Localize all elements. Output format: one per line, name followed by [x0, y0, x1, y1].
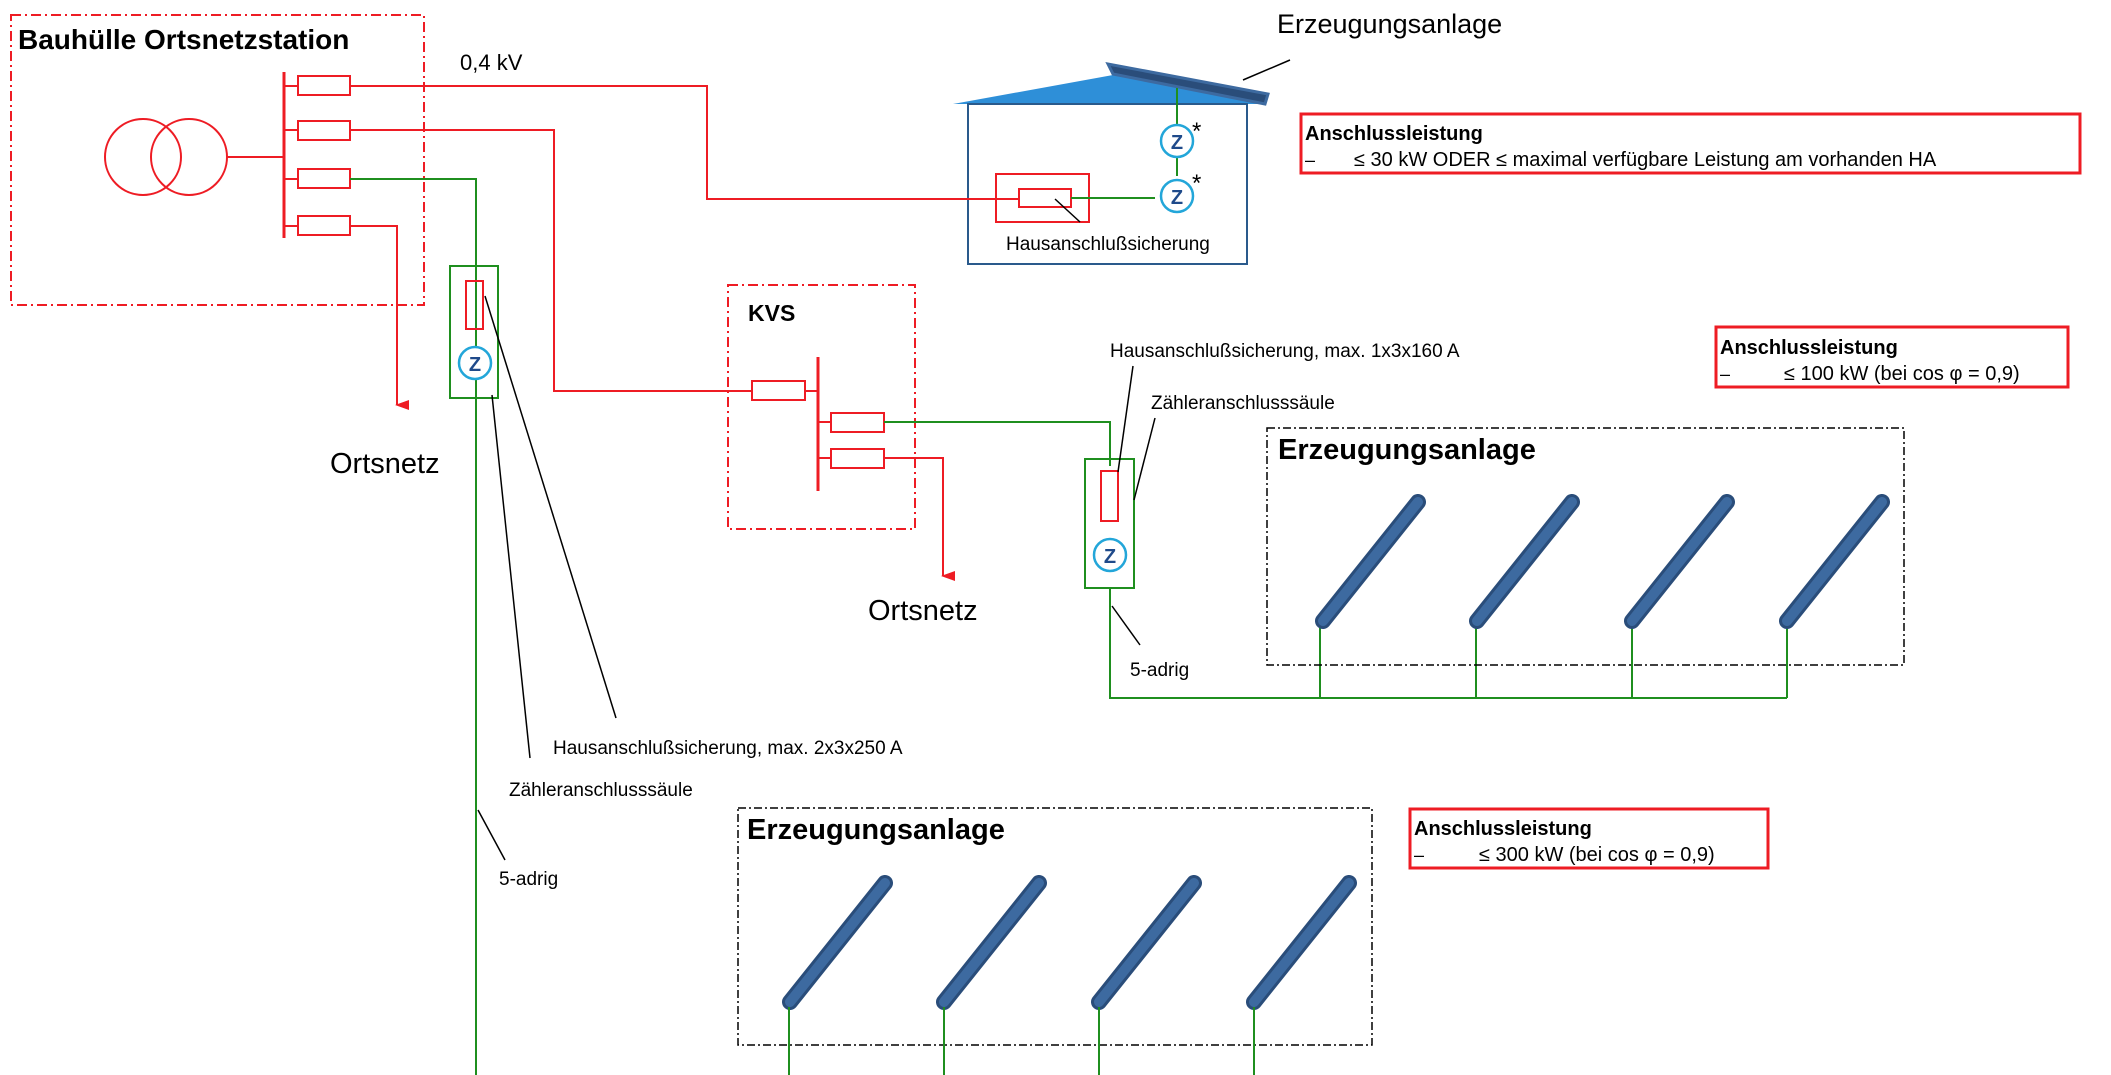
five-wire-left-label: 5-adrig [499, 869, 558, 890]
generator-area-bottom [737, 807, 1373, 1046]
kvs-to-column-mid [884, 421, 1111, 466]
svg-text:Z: Z [1104, 546, 1116, 568]
info-box-bullet: – [1414, 845, 1424, 865]
substation-feeders [284, 75, 960, 410]
mid-column-bus [1109, 588, 1787, 699]
svg-text:Z: Z [1171, 187, 1183, 209]
ortsnetz-label-mid: Ortsnetz [868, 595, 978, 627]
kvs-fuses [751, 380, 955, 581]
house-fuse-label: Hausanschlußsicherung [1006, 234, 1210, 255]
generator-area-mid [1266, 427, 1905, 666]
bottom-panel-drops [788, 1007, 1255, 1075]
info-box-bullet: – [1305, 150, 1315, 170]
solar-panel-icons-bottom [782, 875, 1357, 1010]
info-box-300kw: Anschlussleistung – ≤ 300 kW (bei cos φ … [1408, 807, 1770, 870]
house-meter-wiring [1071, 88, 1178, 199]
substation-enclosure [10, 14, 425, 306]
house [953, 75, 1262, 265]
fuse-mid-label: Hausanschlußsicherung, max. 1x3x160 A [1110, 341, 1460, 362]
house-fuse-pointer [1054, 198, 1081, 223]
info-box-30kw: Anschlussleistung – ≤ 30 kW ODER ≤ maxim… [1299, 112, 2082, 175]
rooftop-generator-pointer [1242, 59, 1291, 81]
column-fuse-mid [1100, 470, 1119, 522]
ortsnetz-label-left: Ortsnetz [330, 448, 440, 480]
meter-column-left [449, 265, 499, 399]
meter-icon: Z [1159, 178, 1195, 214]
svg-text:Z: Z [469, 354, 481, 376]
meter-icon: Z [1092, 537, 1128, 573]
info-box-title: Anschlussleistung [1720, 337, 1898, 359]
mid-panel-drops [1319, 625, 1788, 698]
substation-title: Bauhülle Ortsnetzstation [18, 24, 349, 55]
left-column-pointers [477, 295, 617, 861]
info-box-text: ≤ 30 kW ODER ≤ maximal verfügbare Leistu… [1354, 149, 1937, 171]
feeder-left-column [350, 178, 477, 1075]
meter-icon: Z [1159, 123, 1195, 159]
meter-column-left-label: Zähleranschlusssäule [509, 780, 693, 801]
mid-column-pointers [1111, 365, 1156, 646]
fuse-left-label: Hausanschlußsicherung, max. 2x3x250 A [553, 738, 903, 759]
meter-column-mid-label: Zähleranschlusssäule [1151, 393, 1335, 414]
info-box-text: ≤ 300 kW (bei cos φ = 0,9) [1479, 844, 1715, 866]
asterisk-mark: * [1192, 170, 1201, 197]
meter-icon: Z [457, 345, 493, 381]
five-wire-mid-label: 5-adrig [1130, 660, 1189, 681]
rooftop-solar-panel-icon [1105, 61, 1270, 106]
info-box-title: Anschlussleistung [1305, 123, 1483, 145]
generator-area-mid-label: Erzeugungsanlage [1278, 434, 1536, 466]
info-box-100kw: Anschlussleistung – ≤ 100 kW (bei cos φ … [1714, 325, 2070, 389]
solar-panel-icons-mid [1315, 494, 1890, 629]
generator-area-bottom-label: Erzeugungsanlage [747, 814, 1005, 846]
asterisk-mark: * [1192, 118, 1201, 145]
info-box-title: Anschlussleistung [1414, 818, 1592, 840]
kvs-title: KVS [748, 300, 795, 326]
column-fuse-left [465, 280, 484, 330]
transformer-icon [104, 118, 284, 196]
info-box-bullet: – [1720, 364, 1730, 384]
info-box-text: ≤ 100 kW (bei cos φ = 0,9) [1784, 363, 2020, 385]
voltage-label: 0,4 kV [460, 50, 523, 75]
svg-text:Z: Z [1171, 132, 1183, 154]
top-generator-label: Erzeugungsanlage [1277, 9, 1502, 39]
kvs-enclosure [727, 284, 916, 530]
